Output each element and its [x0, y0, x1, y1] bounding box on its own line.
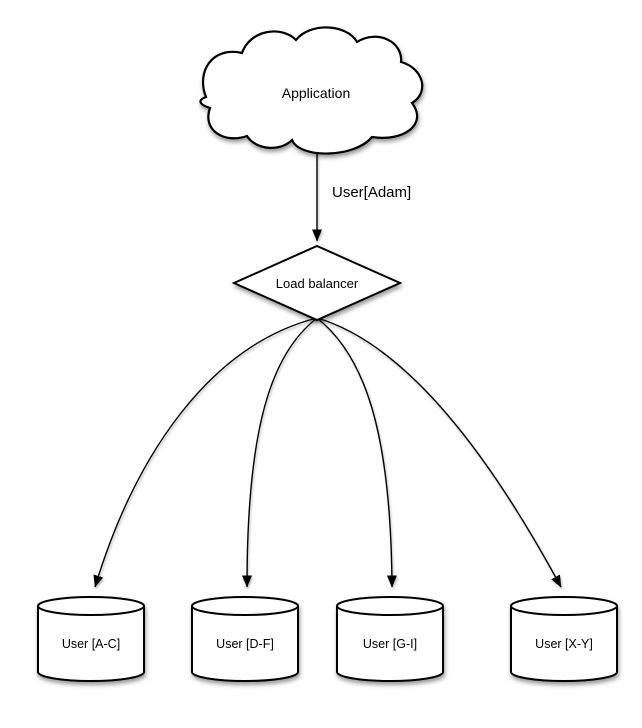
- cylinder-top: [510, 596, 618, 616]
- shard-d-f-label: User [D-F]: [216, 637, 274, 651]
- diamond-shape: [231, 244, 403, 322]
- edges: [93, 148, 562, 588]
- cylinder-shape: [336, 606, 444, 682]
- node-shard-d-f: User [D-F]: [191, 596, 299, 682]
- edge-load-balancer-to-shard-g-i: [316, 317, 397, 588]
- cylinder-top: [37, 596, 145, 616]
- shard-g-i-label: User [G-I]: [363, 637, 417, 651]
- edge-user-adam-label: User[Adam]: [332, 184, 411, 201]
- node-shard-x-y: User [X-Y]: [510, 596, 618, 682]
- edge-load-balancer-to-shard-x-y: [316, 317, 562, 588]
- node-application: Application: [199, 26, 424, 155]
- cylinder-shape: [191, 606, 299, 682]
- edge-load-balancer-to-shard-a-c: [93, 317, 318, 588]
- node-load-balancer: Load balancer: [231, 244, 403, 322]
- application-label: Application: [282, 85, 351, 101]
- cloud-shape: [199, 26, 424, 155]
- cylinder-top: [191, 596, 299, 616]
- shard-a-c-label: User [A-C]: [62, 637, 120, 651]
- cylinder-shape: [37, 606, 145, 682]
- edge-load-balancer-to-shard-d-f: [242, 317, 318, 588]
- cylinder-top: [336, 596, 444, 616]
- load-balancer-label: Load balancer: [276, 276, 359, 291]
- cylinder-shape: [510, 606, 618, 682]
- node-shard-g-i: User [G-I]: [336, 596, 444, 682]
- node-shard-a-c: User [A-C]: [37, 596, 145, 682]
- shard-x-y-label: User [X-Y]: [535, 637, 593, 651]
